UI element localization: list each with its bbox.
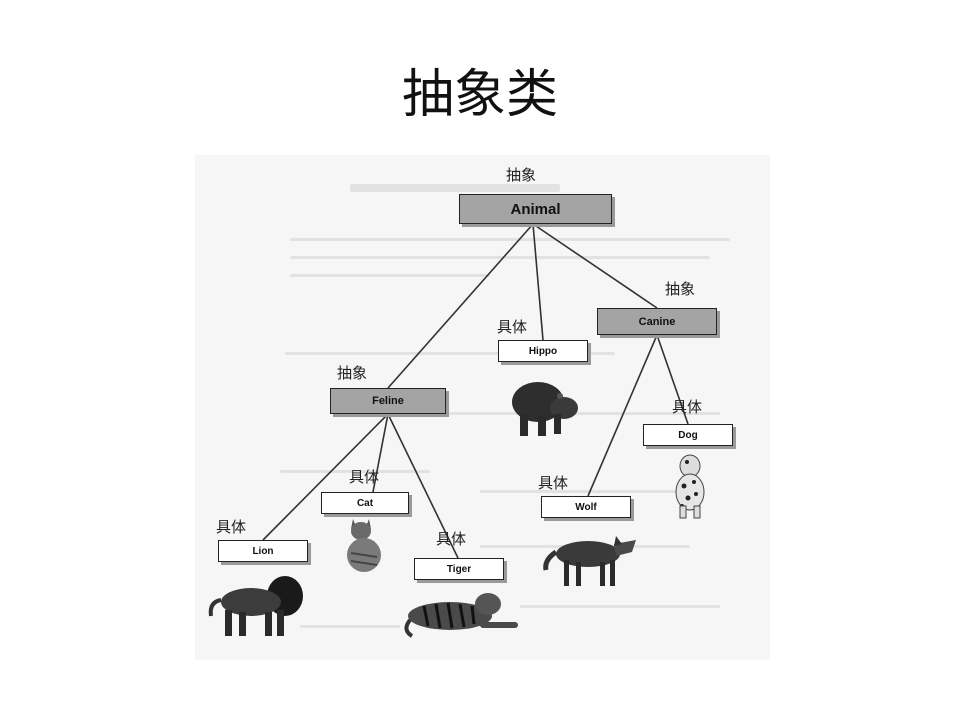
faint-text-line	[520, 605, 720, 608]
node-tiger: Tiger	[414, 558, 504, 580]
node-canine: Canine	[597, 308, 717, 335]
faint-text-line	[285, 352, 615, 355]
cat-image	[347, 519, 381, 572]
tag-lion-concrete: 具体	[216, 518, 247, 536]
tag-tiger-concrete: 具体	[436, 530, 467, 548]
hippo-image	[512, 382, 578, 436]
faint-text-line	[300, 625, 400, 628]
node-wolf: Wolf	[541, 496, 631, 518]
tiger-image	[404, 593, 518, 638]
faint-text-line	[350, 184, 560, 192]
link-canine-dog	[656, 334, 689, 425]
link-animal-canine	[532, 223, 658, 309]
tag-animal-abstract: 抽象	[506, 166, 537, 184]
tag-feline-abstract: 抽象	[337, 364, 368, 382]
wolf-image	[543, 536, 636, 586]
link-canine-wolf	[587, 334, 658, 497]
link-feline-lion	[262, 413, 389, 541]
tag-wolf-concrete: 具体	[538, 474, 569, 492]
node-lion: Lion	[218, 540, 308, 562]
link-animal-hippo	[532, 223, 544, 341]
node-cat: Cat	[321, 492, 409, 514]
faint-text-line	[280, 470, 430, 473]
link-animal-feline	[387, 223, 534, 389]
link-feline-cat	[372, 413, 389, 493]
slide-title: 抽象类	[401, 65, 558, 125]
tag-hippo-concrete: 具体	[497, 318, 528, 336]
node-hippo: Hippo	[498, 340, 588, 362]
faint-text-line	[290, 256, 710, 259]
node-animal: Animal	[459, 194, 612, 224]
link-feline-tiger	[387, 413, 459, 559]
node-dog: Dog	[643, 424, 733, 446]
faint-text-line	[290, 238, 730, 241]
dog-image	[675, 454, 705, 519]
lion-image	[208, 576, 303, 636]
faint-text-line	[290, 274, 490, 277]
node-feline: Feline	[330, 388, 446, 414]
tag-dog-concrete: 具体	[672, 398, 703, 416]
tag-canine-abstract: 抽象	[665, 280, 696, 298]
tag-cat-concrete: 具体	[349, 468, 380, 486]
